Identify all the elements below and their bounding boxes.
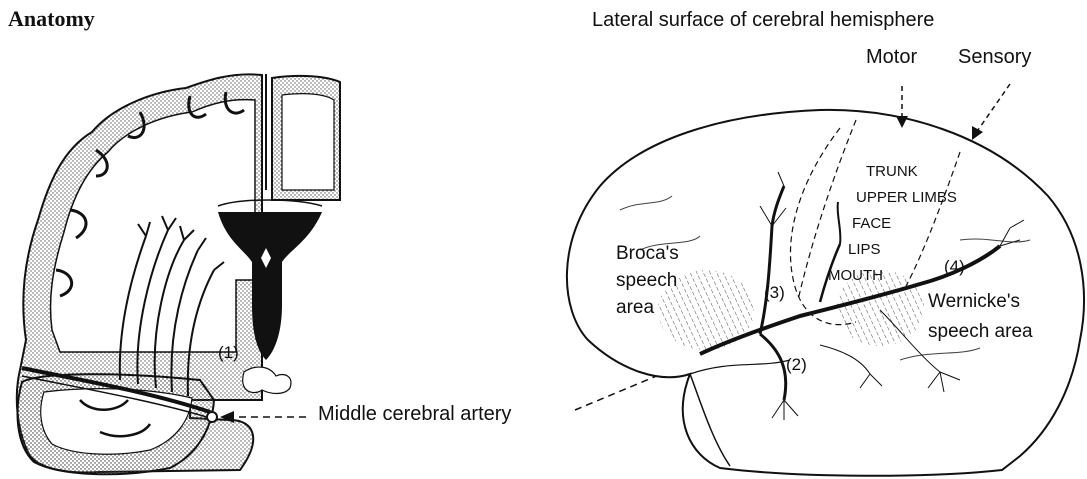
homunculus-upper-limbs: UPPER LIMBS	[856, 190, 957, 205]
marker-4: (4)	[944, 258, 965, 275]
section-heading: Anatomy	[8, 8, 95, 30]
broca-label-line3: area	[616, 298, 654, 317]
wernicke-label-line1: Wernicke's	[928, 292, 1020, 311]
broca-label-line2: speech	[616, 271, 677, 290]
marker-3: (3)	[764, 284, 785, 301]
middle-cerebral-artery-label: Middle cerebral artery	[318, 404, 511, 424]
homunculus-trunk: TRUNK	[866, 164, 918, 179]
mca-cross-section	[207, 412, 217, 422]
mca-pointer-left	[220, 411, 306, 423]
lateral-surface-title: Lateral surface of cerebral hemisphere	[592, 10, 934, 30]
wernicke-label-line2: speech area	[928, 322, 1033, 341]
sensory-label: Sensory	[958, 47, 1031, 67]
marker-2: (2)	[786, 356, 807, 373]
marker-1: (1)	[218, 344, 239, 361]
homunculus-mouth: MOUTH	[828, 268, 883, 283]
homunculus-face: FACE	[852, 216, 891, 231]
sensory-arrow	[972, 84, 1010, 140]
broca-label-line1: Broca's	[616, 244, 679, 263]
homunculus-lips: LIPS	[848, 242, 881, 257]
coronal-section	[17, 74, 340, 474]
motor-label: Motor	[866, 47, 917, 67]
